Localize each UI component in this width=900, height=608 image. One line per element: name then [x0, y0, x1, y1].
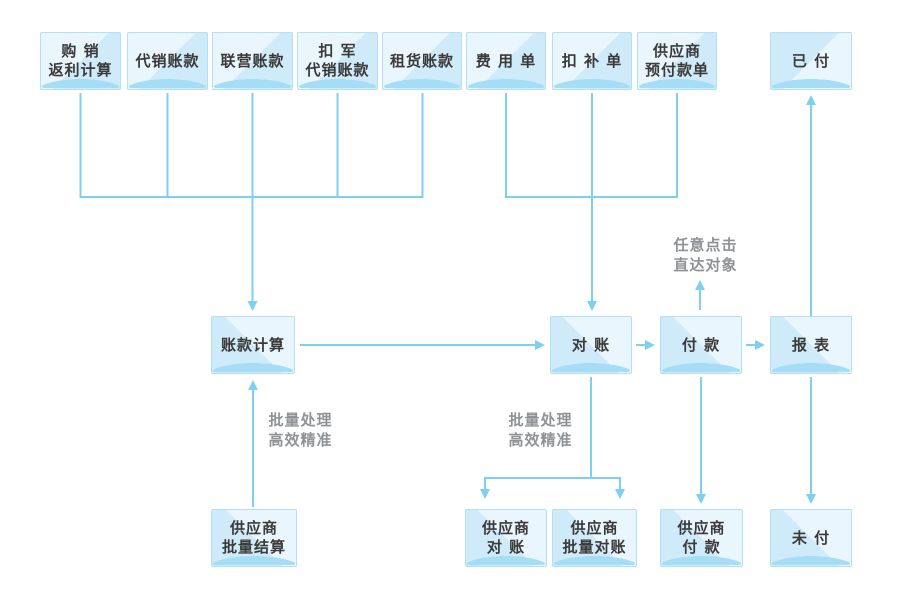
annotation-batch-left: 批量处理 高效精准	[253, 410, 348, 450]
node-label-line: 扣 军	[318, 42, 357, 60]
node-label-line: 扣 补 单	[561, 51, 623, 70]
annotation-line: 高效精准	[268, 431, 333, 449]
node-label-line: 已 付	[791, 51, 831, 70]
annotation-batch-right: 批量处理 高效精准	[493, 410, 588, 450]
node-report[interactable]: 报 表	[770, 316, 852, 374]
node-consignment-accounts[interactable]: 代销账款	[127, 32, 208, 90]
node-supplier-batch-reconciliation[interactable]: 供应商 批量对账	[552, 509, 637, 567]
node-label-line: 报 表	[791, 335, 831, 354]
node-label-line: 供应商	[677, 519, 726, 537]
node-label-line: 代销账款	[305, 61, 370, 79]
node-supplier-payment[interactable]: 供应商 付 款	[660, 509, 743, 567]
node-label-line: 购 销	[61, 42, 100, 60]
node-label-line: 对 账	[571, 335, 611, 354]
node-reconciliation[interactable]: 对 账	[550, 316, 632, 374]
node-supplier-batch-settlement[interactable]: 供应商 批量结算	[211, 509, 297, 567]
annotation-line: 直达对象	[673, 256, 738, 274]
node-label-line: 代销账款	[135, 51, 200, 70]
annotation-line: 批量处理	[508, 411, 573, 429]
annotation-line: 任意点击	[673, 236, 738, 254]
node-label-line: 付 款	[682, 538, 721, 556]
node-label-line: 供应商	[652, 42, 701, 60]
node-paid[interactable]: 已 付	[770, 32, 852, 90]
node-purchase-rebate[interactable]: 购 销 返利计算	[40, 32, 121, 90]
node-label-line: 供应商	[570, 519, 619, 537]
annotation-click-anywhere: 任意点击 直达对象	[648, 235, 763, 275]
node-expense-bill[interactable]: 费 用 单	[466, 32, 546, 90]
node-unpaid[interactable]: 未 付	[770, 509, 852, 567]
node-supplier-prepayment-bill[interactable]: 供应商 预付款单	[637, 32, 717, 90]
node-label-line: 对 账	[486, 538, 526, 556]
node-label-line: 批量结算	[221, 538, 286, 556]
node-supplier-reconciliation[interactable]: 供应商 对 账	[465, 509, 547, 567]
node-account-calculation[interactable]: 账款计算	[211, 316, 295, 374]
node-label-line: 返利计算	[48, 61, 113, 79]
node-label-line: 批量对账	[562, 538, 627, 556]
node-label-line: 供应商	[481, 519, 530, 537]
node-label-line: 预付款单	[644, 61, 709, 79]
node-deduction-consignment-accounts[interactable]: 扣 军 代销账款	[297, 32, 378, 90]
node-rental-accounts[interactable]: 租货账款	[382, 32, 462, 90]
node-label-line: 联营账款	[220, 51, 285, 70]
node-label-line: 供应商	[229, 519, 278, 537]
annotation-line: 批量处理	[268, 411, 333, 429]
node-joint-operation-accounts[interactable]: 联营账款	[212, 32, 293, 90]
node-payment[interactable]: 付 款	[660, 316, 742, 374]
node-label-line: 租货账款	[389, 51, 454, 70]
node-label-line: 费 用 单	[475, 51, 537, 70]
node-label-line: 付 款	[681, 335, 721, 354]
annotation-line: 高效精准	[508, 431, 573, 449]
node-label-line: 账款计算	[220, 335, 285, 354]
node-label-line: 未 付	[791, 528, 831, 547]
node-deduction-supplement-bill[interactable]: 扣 补 单	[552, 32, 632, 90]
